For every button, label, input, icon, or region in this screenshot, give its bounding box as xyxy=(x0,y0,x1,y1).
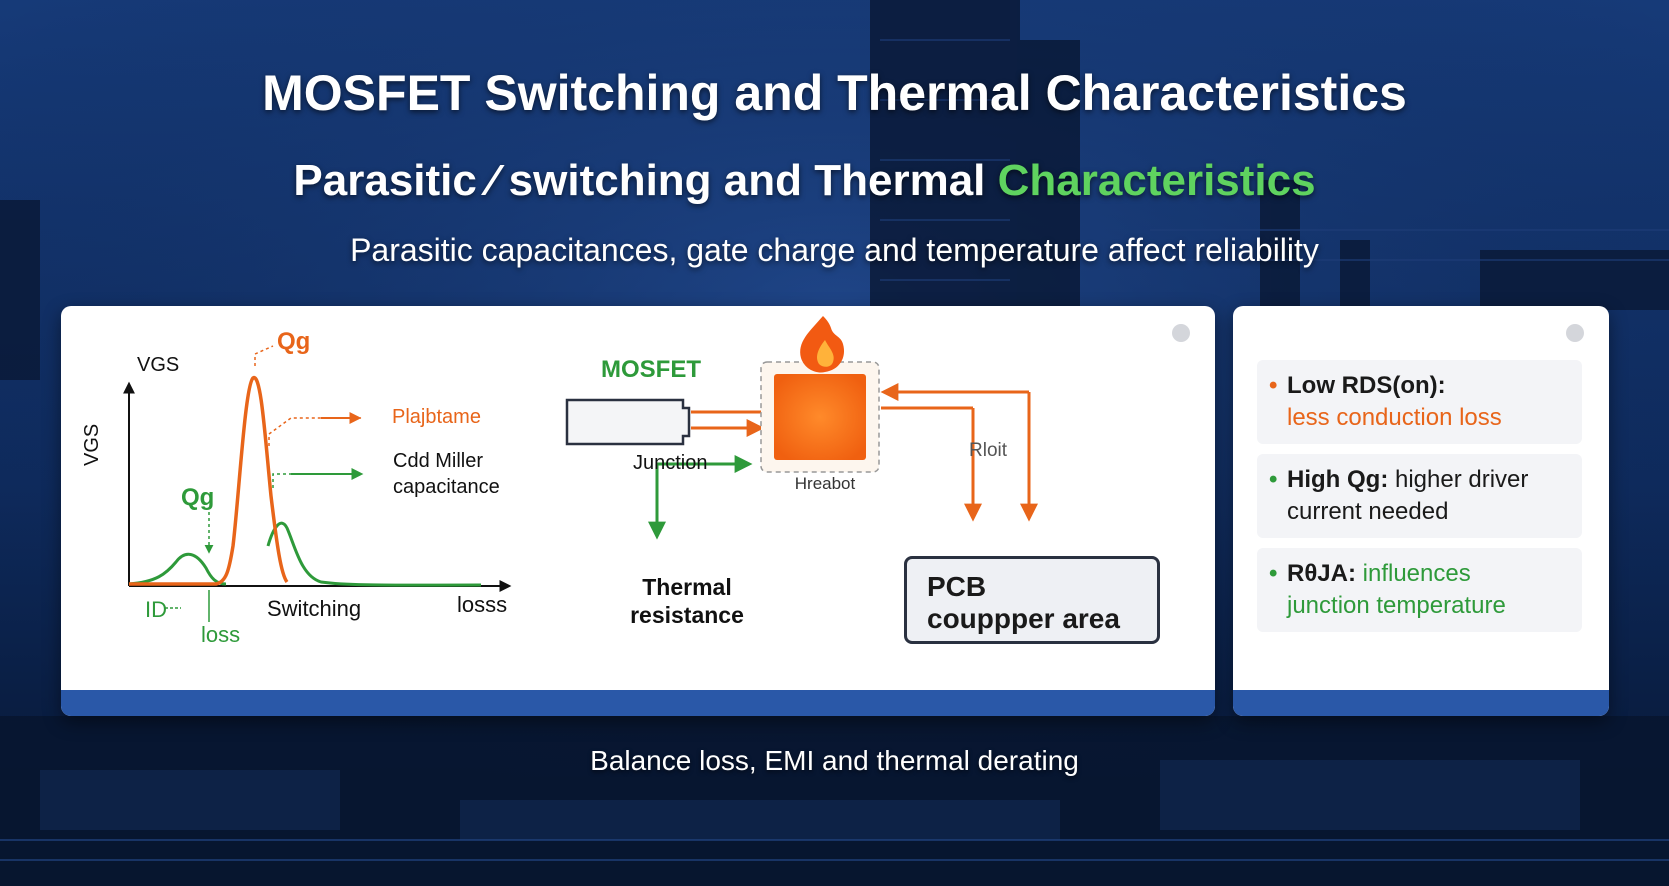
footer-caption: Balance loss, EMI and thermal derating xyxy=(590,745,1079,776)
x-axis-end-label: losss xyxy=(457,592,508,617)
key-point-item: • RθJA: influences junction temperature xyxy=(1257,548,1582,632)
pcb-label-line2: couppper area xyxy=(927,603,1120,634)
mosfet-junction-shape xyxy=(565,398,691,446)
flame-icon xyxy=(800,316,845,373)
qg-small-label: Qg xyxy=(181,484,215,511)
key-point-bold: RθJA: xyxy=(1287,560,1356,587)
miller-label-line2: capacitance xyxy=(393,476,500,498)
vgs-axis-label-top: VGS xyxy=(137,354,180,376)
junction-label: Junction xyxy=(633,452,708,474)
rtheta-label: Rloit xyxy=(969,440,1008,461)
subtitle-accent: Characteristics xyxy=(997,156,1316,205)
switching-label: Switching xyxy=(267,596,362,621)
heatsink-label: Hreabot xyxy=(794,474,856,493)
card-footer-bar xyxy=(1233,690,1609,716)
diagram-graphics xyxy=(123,316,1038,622)
orange-waveform xyxy=(129,376,289,586)
key-point-line2: less conduction loss xyxy=(1287,404,1502,431)
key-point-item: • High Qg: higher driver current needed xyxy=(1257,454,1582,538)
key-point-rest: higher driver xyxy=(1388,466,1529,493)
diagram-card: VGS VGS Qg Qg Plajbtame Cdd Miller capac… xyxy=(61,306,1215,716)
card-footer-bar xyxy=(61,690,1215,716)
thermal-resistance-line1: Thermal xyxy=(642,574,732,600)
key-points-card: • Low RDS(on): less conduction loss • Hi… xyxy=(1233,306,1609,716)
page-tagline: Parasitic capacitances, gate charge and … xyxy=(350,232,1319,268)
bullet-icon: • xyxy=(1269,466,1278,493)
id-label: ID xyxy=(145,597,167,622)
card-status-dot xyxy=(1566,324,1584,342)
subtitle-main: Parasitic ⁄ switching and Thermal xyxy=(293,156,986,205)
page-subtitle: Parasitic ⁄ switching and Thermal Charac… xyxy=(0,156,1639,206)
bullet-icon: • xyxy=(1269,372,1278,399)
heatsink-block xyxy=(774,374,866,460)
key-point-line2: current needed xyxy=(1287,498,1449,525)
key-point-bold: High Qg: xyxy=(1287,466,1389,493)
key-point-bold: Low RDS(on): xyxy=(1287,372,1446,399)
thermal-resistance-line2: resistance xyxy=(630,602,744,628)
green-ringing xyxy=(266,521,482,587)
key-point-line2: junction temperature xyxy=(1287,592,1506,619)
card-status-dot xyxy=(1172,324,1190,342)
pcb-copper-box: PCB couppper area xyxy=(904,556,1160,644)
pcb-label-line1: PCB xyxy=(927,571,987,602)
green-waveform xyxy=(128,552,227,586)
mosfet-label: MOSFET xyxy=(601,356,701,383)
loss-label: loss xyxy=(201,622,241,647)
key-point-item: • Low RDS(on): less conduction loss xyxy=(1257,360,1582,444)
miller-label-line1: Cdd Miller xyxy=(393,450,484,472)
key-point-rest: influences xyxy=(1355,560,1471,587)
vgs-axis-label-side: VGS xyxy=(81,423,103,466)
qg-peak-label: Qg xyxy=(277,328,311,355)
bullet-icon: • xyxy=(1269,560,1278,587)
page-title: MOSFET Switching and Thermal Characteris… xyxy=(262,65,1407,121)
plateau-label: Plajbtame xyxy=(392,406,481,428)
